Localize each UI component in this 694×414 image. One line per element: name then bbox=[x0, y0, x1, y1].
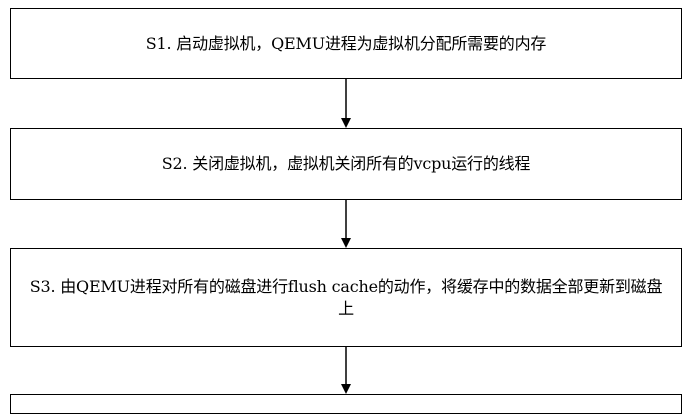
arrow-s1-to-s2 bbox=[341, 79, 351, 128]
flowchart-step-s3: S3. 由QEMU进程对所有的磁盘进行flush cache的动作，将缓存中的数… bbox=[10, 248, 682, 347]
flowchart: S1. 启动虚拟机，QEMU进程为虚拟机分配所需要的内存 S2. 关闭虚拟机，虚… bbox=[10, 8, 682, 414]
arrow-head-s2-s3 bbox=[341, 238, 351, 248]
flowchart-step-s2: S2. 关闭虚拟机，虚拟机关闭所有的vcpu运行的线程 bbox=[10, 128, 682, 200]
arrow-head-s3-s4 bbox=[341, 384, 351, 394]
arrow-s3-to-s4 bbox=[341, 347, 351, 394]
arrow-s2-to-s3 bbox=[341, 200, 351, 248]
step-label-s1: S1. 启动虚拟机，QEMU进程为虚拟机分配所需要的内存 bbox=[145, 33, 547, 53]
step-label-s3: S3. 由QEMU进程对所有的磁盘进行flush cache的动作，将缓存中的数… bbox=[29, 276, 663, 318]
arrow-head-s1-s2 bbox=[341, 118, 351, 128]
step-label-s2: S2. 关闭虚拟机，虚拟机关闭所有的vcpu运行的线程 bbox=[161, 154, 531, 173]
flowchart-step-s1: S1. 启动虚拟机，QEMU进程为虚拟机分配所需要的内存 bbox=[10, 8, 682, 79]
flowchart-step-s4-partial bbox=[10, 394, 682, 414]
